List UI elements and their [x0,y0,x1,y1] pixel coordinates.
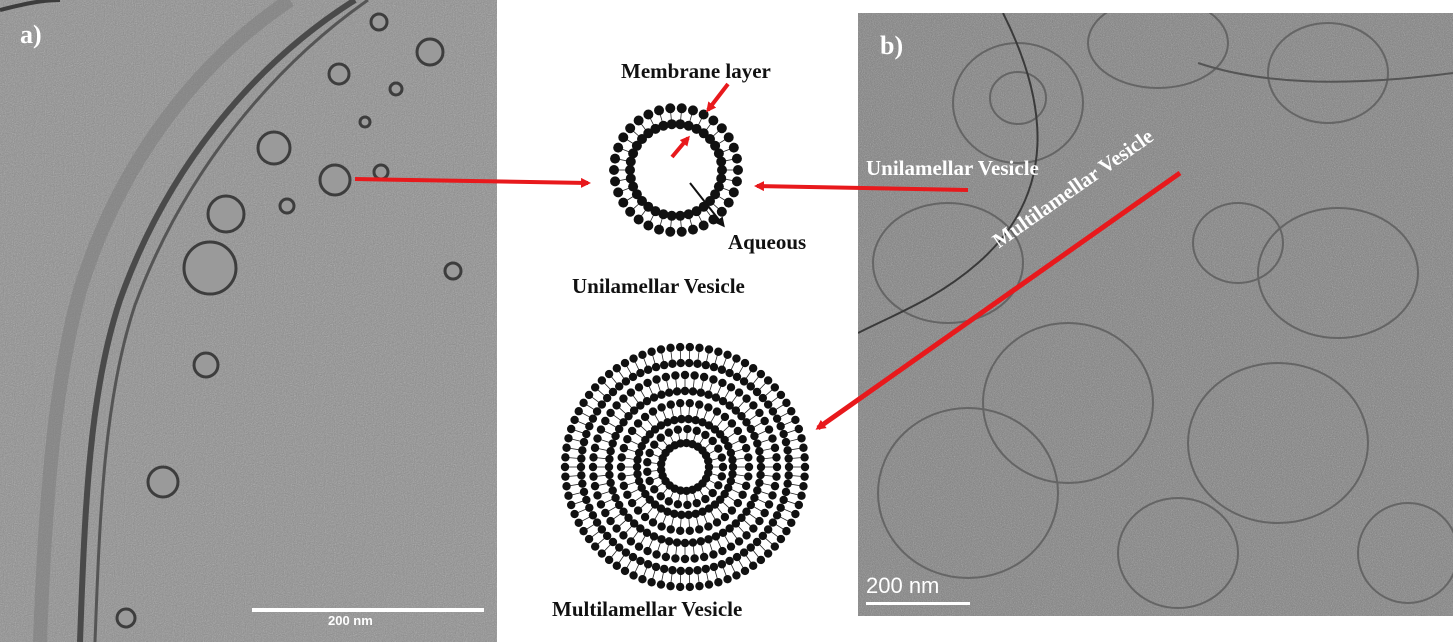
unilamellar-caption: Unilamellar Vesicle [572,274,745,299]
multilamellar-vesicle-schematic [561,343,809,591]
aqueous-label: Aqueous [728,230,806,255]
multilamellar-caption: Multilamellar Vesicle [552,597,742,622]
membrane-layer-label: Membrane layer [621,59,771,84]
unilamellar-vesicle-schematic [609,103,743,236]
